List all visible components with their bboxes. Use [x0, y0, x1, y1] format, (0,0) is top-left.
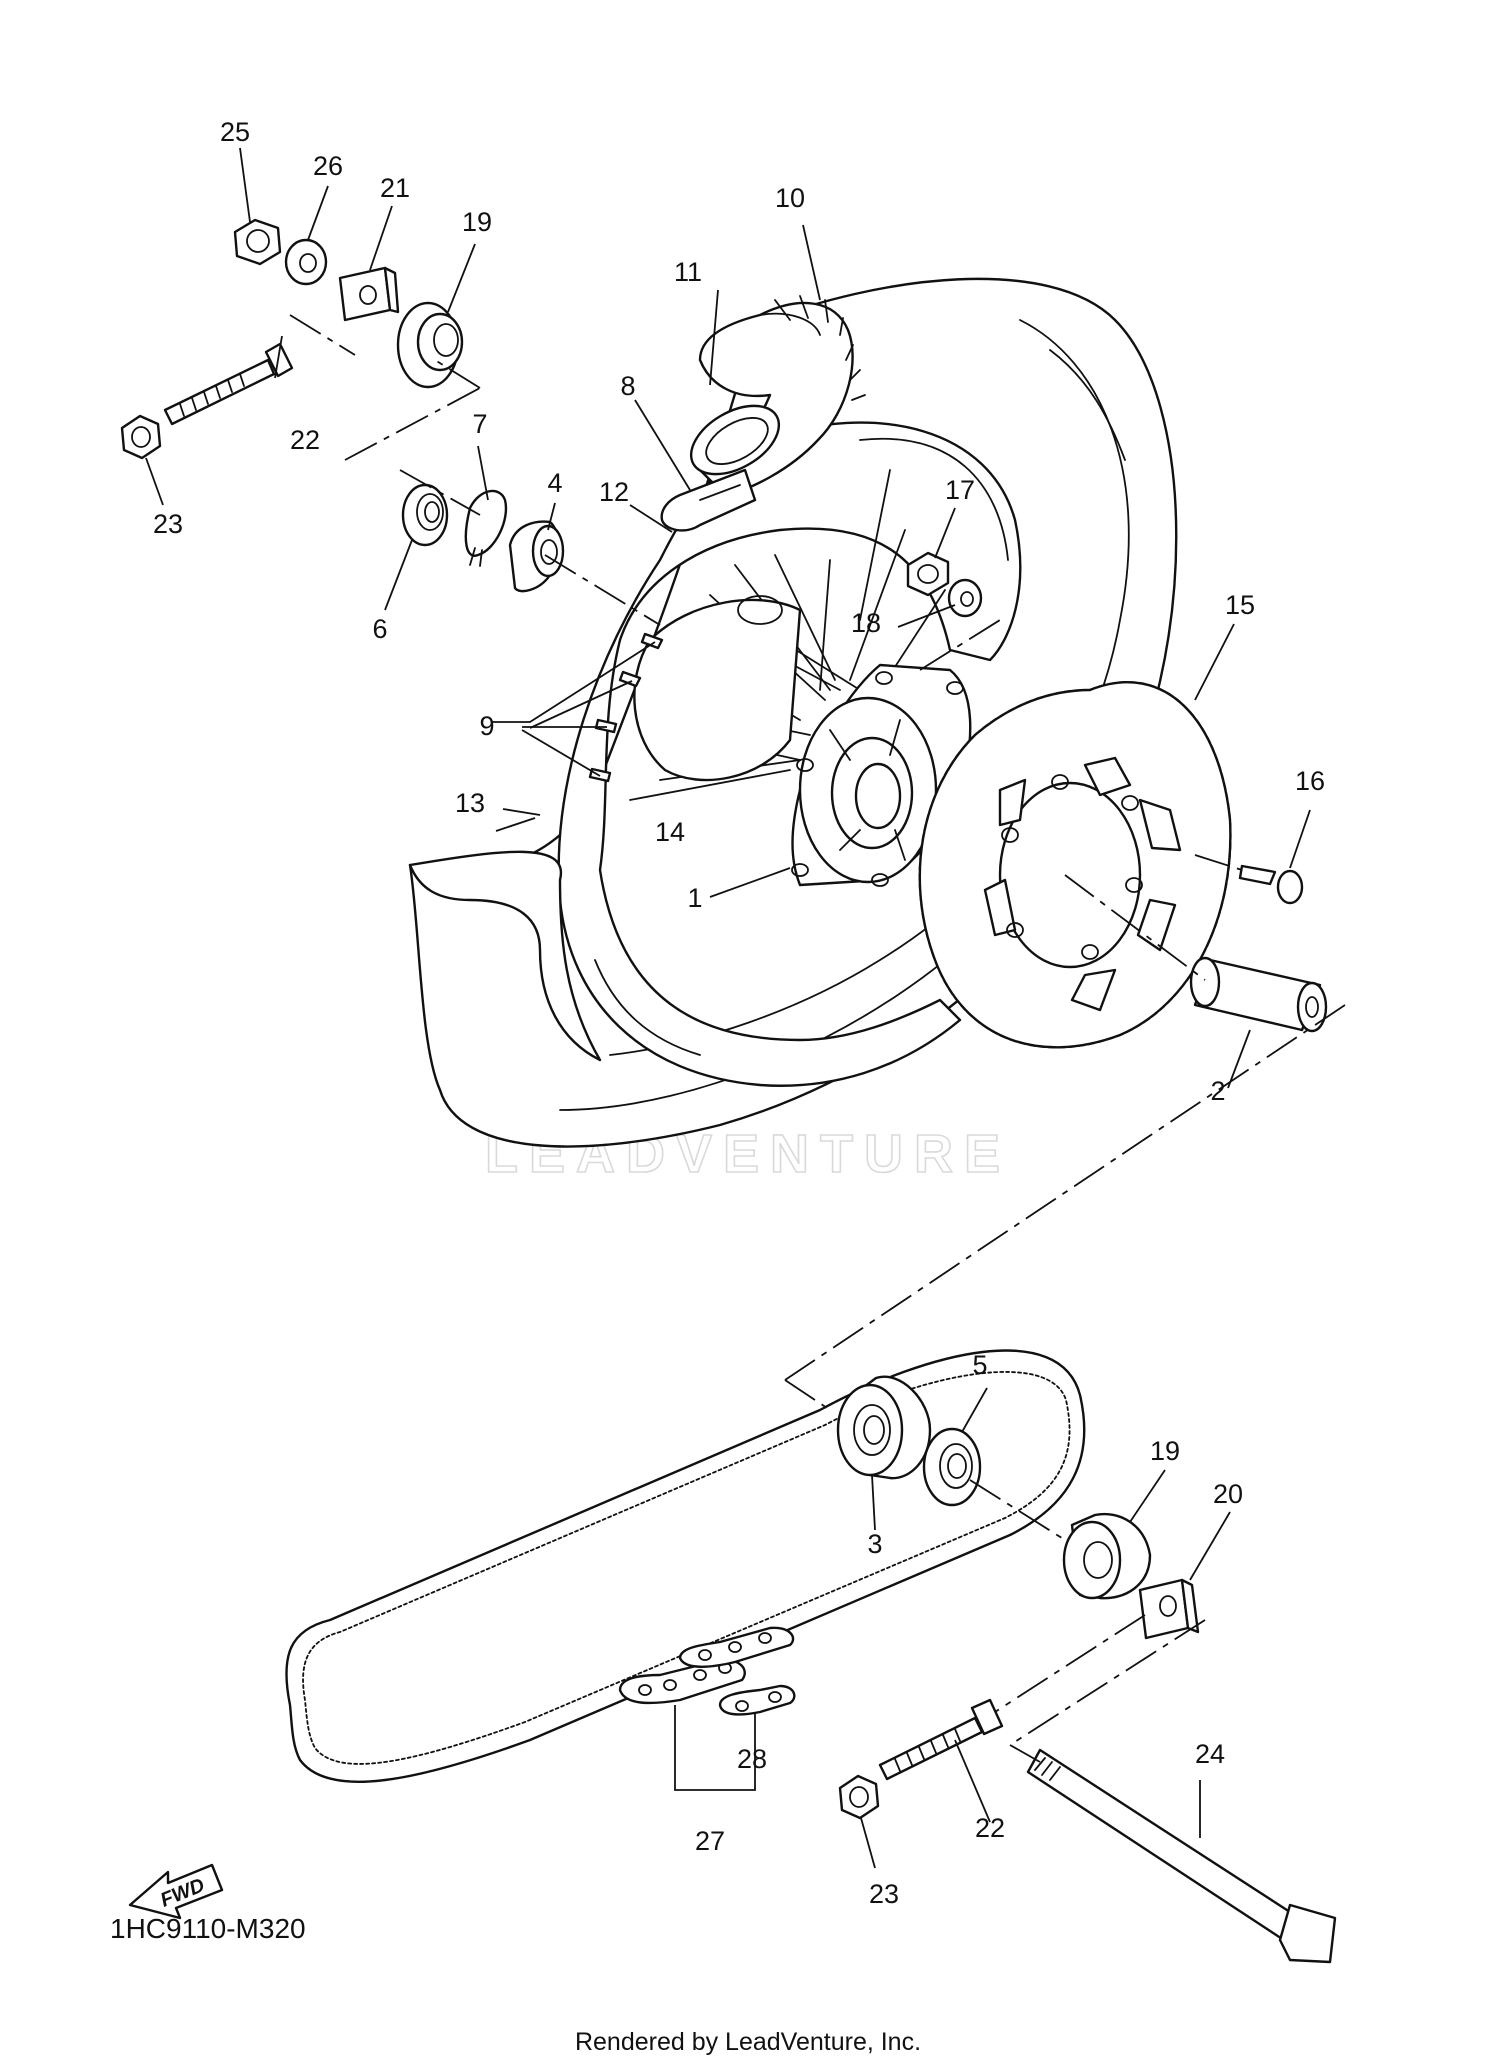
- callout-8: 8: [620, 371, 635, 401]
- callout-2: 2: [1210, 1076, 1225, 1106]
- callout-15: 15: [1225, 590, 1255, 620]
- circlip-7[interactable]: [464, 489, 508, 567]
- callout-10: 10: [775, 183, 805, 213]
- callout-6: 6: [372, 614, 387, 644]
- rear-sprocket[interactable]: [918, 681, 1232, 1049]
- callout-19-top: 19: [462, 207, 492, 237]
- brake-disc-side: [633, 595, 802, 782]
- leader-lines: [145, 147, 1311, 1869]
- callout-16: 16: [1295, 766, 1325, 796]
- callout-23-top: 23: [153, 509, 183, 539]
- adjuster-plate-21[interactable]: [338, 266, 400, 322]
- fwd-arrow-icon: FWD: [128, 1863, 224, 1920]
- callout-28: 28: [737, 1744, 767, 1774]
- bearing-3[interactable]: [836, 1375, 932, 1480]
- washer-26[interactable]: [284, 238, 328, 286]
- callout-3: 3: [867, 1529, 882, 1559]
- callout-9: 9: [479, 711, 494, 741]
- callout-1: 1: [687, 883, 702, 913]
- callout-4: 4: [547, 468, 562, 498]
- diagram-code: 1HC9110-M320: [110, 1913, 306, 1944]
- nut-17[interactable]: [906, 551, 950, 597]
- adjuster-bolt-22-bottom[interactable]: [878, 1698, 1004, 1781]
- callout-17: 17: [945, 475, 975, 505]
- callout-19-bottom: 19: [1150, 1436, 1180, 1466]
- callout-24: 24: [1195, 1739, 1225, 1769]
- axis-lines: [289, 314, 1346, 1763]
- collar[interactable]: [1189, 956, 1328, 1033]
- collar-19-bottom[interactable]: [1062, 1512, 1152, 1600]
- callout-7: 7: [472, 409, 487, 439]
- sprocket-bolt[interactable]: [1238, 864, 1304, 905]
- callout-25: 25: [220, 117, 250, 147]
- adjuster-plate-20[interactable]: [1138, 1578, 1200, 1640]
- wheel-axle[interactable]: [1026, 1748, 1337, 1964]
- rendered-by-credit: Rendered by LeadVenture, Inc.: [575, 2028, 921, 2056]
- nut-25[interactable]: [233, 218, 282, 266]
- rim-band: [408, 850, 602, 1062]
- nut-23-bottom[interactable]: [838, 1774, 880, 1820]
- nut-23-top[interactable]: [120, 414, 162, 460]
- callout-13: 13: [455, 788, 485, 818]
- adjuster-bolt-22-top[interactable]: [163, 342, 294, 426]
- callout-14: 14: [655, 817, 685, 847]
- callout-27: 27: [695, 1826, 725, 1856]
- callout-22-bottom: 22: [975, 1813, 1005, 1843]
- callout-26: 26: [313, 151, 343, 181]
- callout-21: 21: [380, 173, 410, 203]
- rim-lock[interactable]: [660, 468, 757, 532]
- callout-23-bottom: 23: [869, 1879, 899, 1909]
- callout-20: 20: [1213, 1479, 1243, 1509]
- oil-seal-5[interactable]: [922, 1427, 982, 1507]
- oil-seal-6[interactable]: [401, 483, 449, 547]
- callout-18: 18: [851, 608, 881, 638]
- bearing-4[interactable]: [508, 520, 565, 593]
- callout-11: 11: [674, 257, 702, 287]
- callouts: 25 26 21 19 22 23 6 7 4 8 12 11 10 17 18…: [153, 117, 1325, 1909]
- collar-19-top[interactable]: [396, 301, 464, 389]
- chain-joint-28[interactable]: [718, 1684, 796, 1716]
- chain-joint-27[interactable]: [618, 1626, 795, 1705]
- washer-18[interactable]: [947, 578, 983, 618]
- callout-22-top: 22: [290, 425, 320, 455]
- callout-5: 5: [972, 1350, 987, 1380]
- callout-12: 12: [599, 477, 629, 507]
- drive-chain[interactable]: [285, 1349, 1086, 1783]
